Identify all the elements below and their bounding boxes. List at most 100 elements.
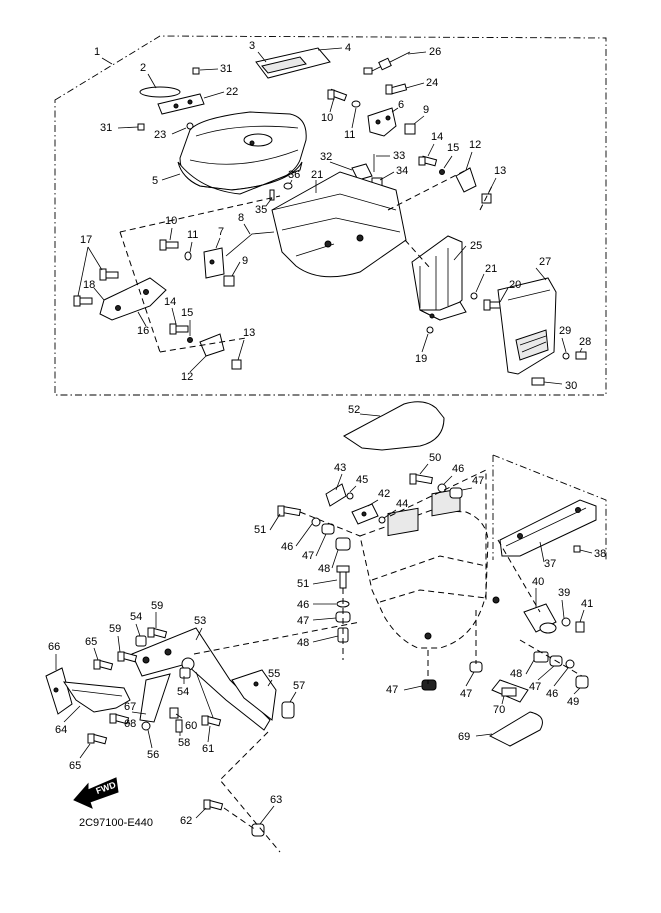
bracket-part-66 [45, 667, 73, 715]
callout-37: 37 [544, 558, 556, 570]
callout-62: 62 [180, 815, 192, 827]
callout-47-bottom-left: 47 [386, 684, 398, 696]
callout-47-upper: 47 [302, 550, 314, 562]
callout-5: 5 [152, 175, 158, 187]
callout-43: 43 [334, 462, 346, 474]
washer-part-46-upper [311, 517, 321, 527]
callout-20: 20 [509, 279, 521, 291]
screw-part-45 [346, 492, 354, 500]
callout-6: 6 [398, 99, 404, 111]
grommet-part-47-top [449, 487, 463, 499]
callout-39: 39 [558, 587, 570, 599]
callout-11-lower: 11 [187, 229, 198, 241]
callout-51-lower: 51 [297, 578, 309, 590]
callout-59-lower: 59 [109, 623, 121, 635]
emblem-part-2 [139, 86, 181, 98]
callout-18: 18 [83, 279, 95, 291]
callout-69: 69 [458, 731, 470, 743]
bracket-part-55 [231, 669, 277, 721]
callout-32: 32 [320, 151, 332, 163]
rail-part-37 [499, 499, 597, 557]
nut-part-9-lower [223, 275, 235, 287]
collar-part-60 [169, 707, 179, 719]
bolt-part-28 [575, 351, 587, 360]
callout-17: 17 [80, 234, 92, 246]
plate-part-40 [523, 603, 557, 634]
collar-part-63 [251, 823, 265, 837]
washer-part-44 [378, 516, 386, 524]
callout-2: 2 [140, 62, 146, 74]
callout-21-upper: 21 [311, 169, 323, 181]
bolt-part-19 [426, 326, 434, 334]
callout-61: 61 [202, 743, 214, 755]
callout-35: 35 [255, 204, 267, 216]
washer-part-56 [141, 721, 151, 731]
callout-28: 28 [579, 336, 591, 348]
callout-15-upper: 15 [447, 142, 459, 154]
callout-48-right: 48 [510, 668, 522, 680]
bolt-part-51-upper [277, 505, 301, 517]
callout-12-upper: 12 [469, 139, 481, 151]
callout-30: 30 [565, 380, 577, 392]
bolt-part-51-lower [336, 565, 350, 589]
callout-1: 1 [94, 46, 100, 58]
washer-part-23 [186, 122, 194, 130]
callout-46-right: 46 [546, 688, 558, 700]
bolt-part-62 [203, 799, 224, 811]
bolt-part-24 [385, 83, 408, 95]
side-cover-part-27 [497, 277, 557, 375]
saddlebag-case-upper [271, 171, 407, 278]
callout-8: 8 [238, 212, 244, 224]
washer-part-36 [283, 182, 293, 190]
callout-29: 29 [559, 325, 571, 337]
callout-16: 16 [137, 325, 149, 337]
callout-9-lower: 9 [242, 255, 248, 267]
callout-46-upper: 46 [281, 541, 293, 553]
lower-assembly-boundary [492, 454, 607, 560]
callout-57: 57 [293, 680, 305, 692]
washer-part-46-right [565, 659, 575, 669]
callout-53: 53 [194, 615, 206, 627]
bolt-part-59-upper [147, 627, 168, 639]
callout-52: 52 [348, 404, 360, 416]
bracket-part-16 [99, 277, 167, 321]
callout-36: 36 [288, 169, 300, 181]
callout-47-mid: 47 [297, 615, 309, 627]
callout-41: 41 [581, 598, 593, 610]
latch-part-70 [491, 679, 529, 703]
saddlebag-lid-part-5 [177, 111, 307, 195]
mount-stay-part-53 [131, 627, 271, 731]
callout-7: 7 [218, 226, 224, 238]
grommet-part-47-upper [321, 523, 335, 535]
callout-33: 33 [393, 150, 405, 162]
saddlebag-case-lower [359, 488, 500, 649]
bolt-part-59-lower [117, 651, 138, 663]
bolt-part-14-lower [169, 323, 189, 335]
callout-14-upper: 14 [431, 131, 443, 143]
callout-15-lower: 15 [181, 307, 193, 319]
bolt-part-14-upper [418, 155, 438, 167]
callout-65-lower: 65 [69, 760, 81, 772]
bolt-part-68 [109, 713, 130, 725]
bracket-part-7 [203, 247, 225, 279]
label-leader-lines [55, 47, 593, 825]
collar-part-48-upper [335, 537, 351, 551]
callout-14-lower: 14 [164, 296, 176, 308]
hinge-part-32 [351, 163, 373, 181]
callout-24: 24 [426, 77, 438, 89]
callout-13-upper: 13 [494, 165, 506, 177]
callout-38: 38 [594, 548, 606, 560]
callout-3: 3 [249, 40, 255, 52]
callout-25: 25 [470, 240, 482, 252]
bar-part-64 [62, 681, 131, 713]
callout-59-upper: 59 [151, 600, 163, 612]
hinge-plate-part-22 [157, 93, 205, 115]
screw-part-35 [269, 189, 275, 201]
callout-67: 67 [124, 701, 136, 713]
forward-arrow-icon: FWD [73, 777, 119, 809]
collar-part-48-right [533, 651, 549, 663]
cap-part-49 [575, 675, 589, 689]
callout-21-lower: 21 [485, 263, 497, 275]
bolt-part-41 [575, 621, 585, 633]
